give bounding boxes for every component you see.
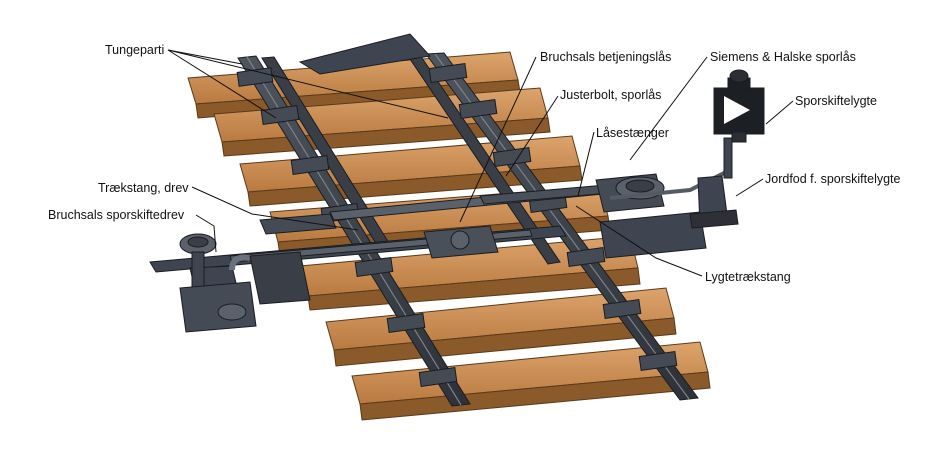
- switch-lamp-icon: [713, 69, 765, 143]
- label-sporskiftelygte: Sporskiftelygte: [795, 94, 877, 108]
- label-laasestaenger: Låsestænger: [596, 126, 669, 140]
- label-tungeparti: Tungeparti: [105, 43, 165, 57]
- bruchsal-switch-drive: [179, 233, 257, 333]
- label-siemens-halske-sporlaas: Siemens & Halske sporlås: [710, 50, 856, 64]
- label-traekstang-drev: Trækstang, drev: [98, 181, 189, 195]
- label-justerbolt-sporlaas: Justerbolt, sporlås: [560, 88, 662, 102]
- mechanism: [149, 69, 765, 333]
- label-bruchsals-betjeningslaas: Bruchsals betjeningslås: [540, 50, 672, 64]
- label-bruchsals-sporskiftedrev: Bruchsals sporskiftedrev: [48, 208, 185, 222]
- label-lygtetraekstang: Lygtetrækstang: [705, 270, 791, 284]
- leader-lines: [167, 49, 794, 277]
- label-jordfod: Jordfod f. sporskiftelygte: [765, 172, 901, 186]
